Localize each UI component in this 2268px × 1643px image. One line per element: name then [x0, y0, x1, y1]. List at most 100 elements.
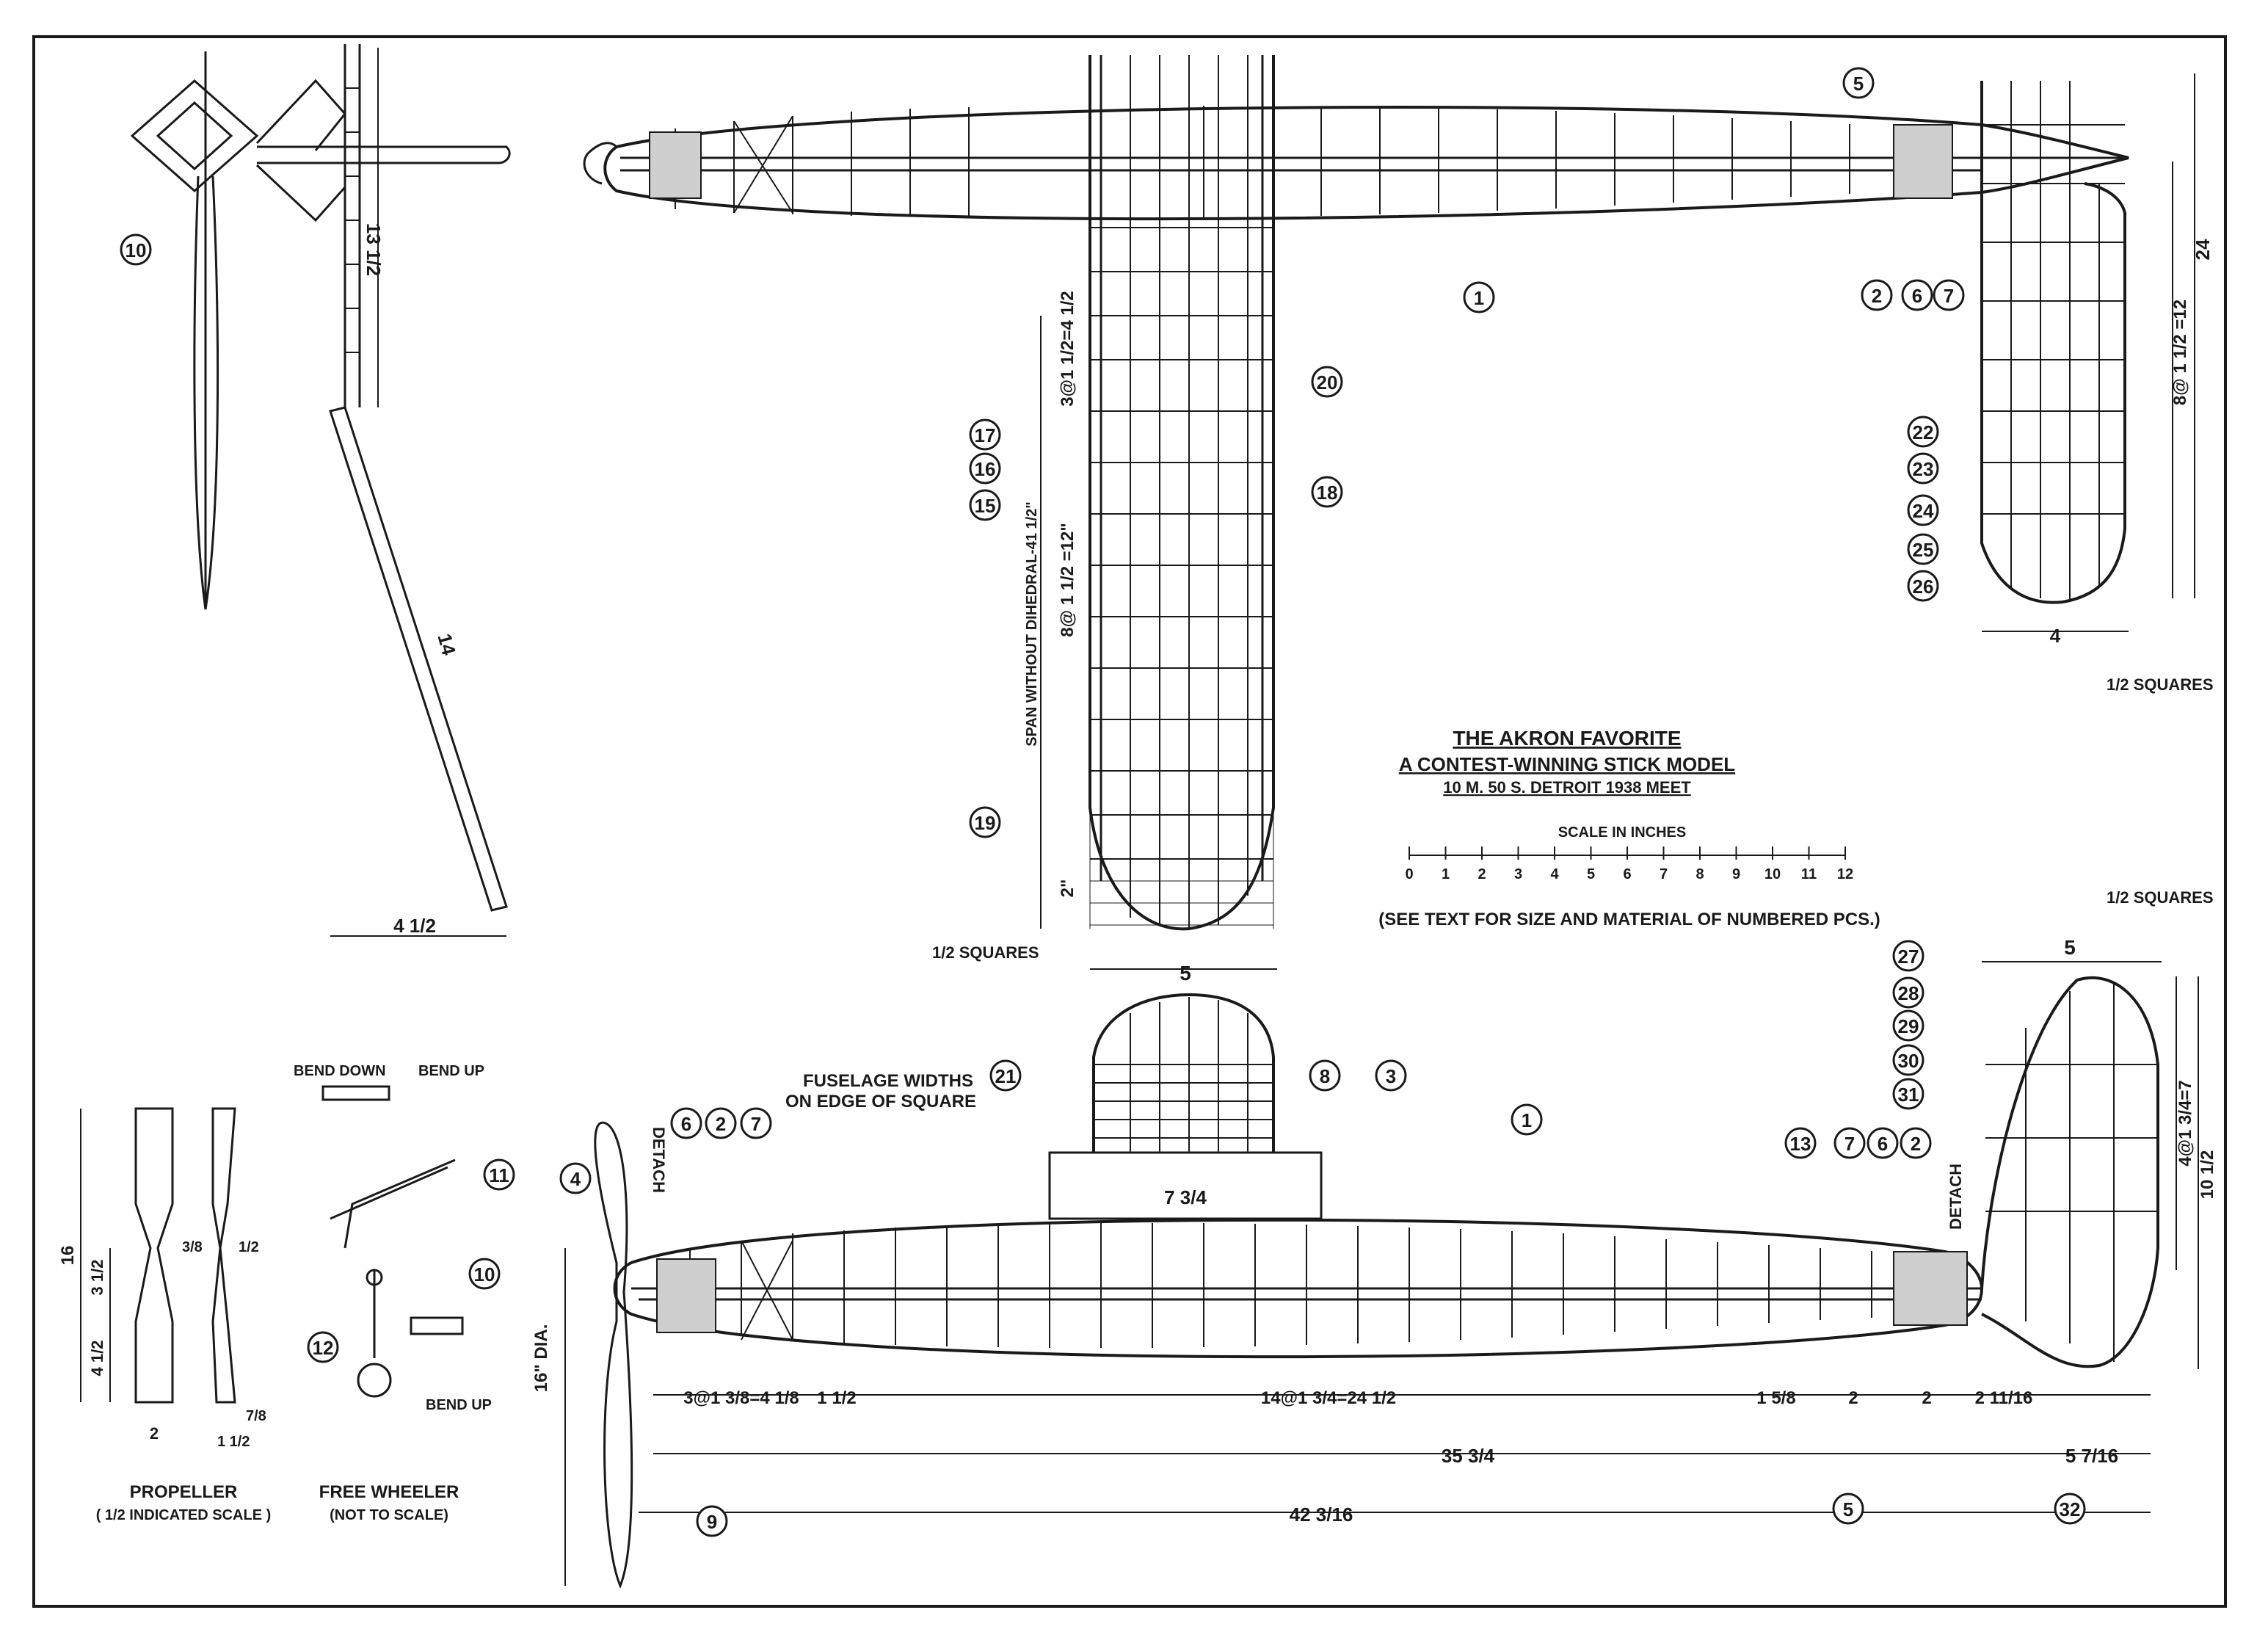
callout-22: 22	[1907, 416, 1939, 448]
scale-label: SCALE IN INCHES	[1558, 824, 1686, 841]
dim-c: 2	[1848, 1388, 1858, 1408]
callout-number: 8	[1320, 1065, 1330, 1087]
callout-number: 5	[1843, 1498, 1853, 1520]
callout-3: 3	[1375, 1059, 1407, 1092]
callout-number: 27	[1898, 946, 1919, 968]
callout-15: 15	[969, 489, 1001, 521]
fuselage-side-view	[613, 961, 2199, 1369]
callout-2: 2	[1861, 279, 1893, 311]
callout-2: 2	[1900, 1127, 1932, 1159]
callout-13: 13	[1784, 1127, 1817, 1159]
callout-circle	[1832, 1493, 1864, 1525]
callout-circle	[1907, 533, 1939, 565]
fin-width-label: 5	[2064, 936, 2076, 959]
callout-8: 8	[1309, 1059, 1341, 1092]
callout-circle	[740, 1107, 772, 1139]
callout-25: 25	[1907, 533, 1939, 565]
callout-1: 1	[1463, 281, 1495, 313]
callout-circle	[1309, 1059, 1341, 1092]
callout-number: 4	[570, 1168, 581, 1190]
tail-block	[1893, 124, 1953, 199]
stabilizer-plan	[1980, 73, 2195, 632]
callout-circle	[1892, 1078, 1924, 1110]
callout-number: 20	[1317, 371, 1338, 393]
wing-dimensions: SPAN WITHOUT DIHEDRAL-41 1/2" 8@ 1 1/2 =…	[932, 291, 1077, 962]
prop-3half: 3 1/2	[88, 1260, 106, 1296]
callout-number: 30	[1898, 1050, 1919, 1072]
prop-3-8: 3/8	[182, 1239, 203, 1255]
dim-e: 2 11/16	[1975, 1388, 2033, 1408]
callout-16: 16	[969, 452, 1001, 485]
title-line3: 10 M. 50 S. DETROIT 1938 MEET	[1443, 778, 1691, 797]
propeller-label: PROPELLER	[130, 1482, 238, 1502]
callout-number: 5	[1853, 73, 1864, 95]
callout-number: 6	[1912, 285, 1922, 307]
callout-number: 7	[1844, 1133, 1855, 1155]
callout-number: 6	[1878, 1133, 1888, 1155]
scale-tick-label: 7	[1660, 866, 1668, 882]
fin-squares-label: 1/2 SQUARES	[2107, 888, 2214, 907]
callout-circle	[1907, 570, 1939, 602]
callout-circle	[559, 1162, 592, 1194]
rudder-length-label: 14	[433, 631, 460, 658]
bend-up2-label: BEND UP	[426, 1397, 492, 1413]
dim-42: 42 3/16	[1290, 1504, 1353, 1526]
scale-tick-label: 10	[1764, 866, 1781, 882]
callout-circle	[2054, 1493, 2086, 1525]
callout-6: 6	[1867, 1127, 1899, 1159]
callout-number: 31	[1898, 1084, 1919, 1106]
callout-12: 12	[307, 1331, 339, 1363]
bottom-dimensions	[639, 1394, 2151, 1513]
callout-number: 3	[1386, 1065, 1396, 1087]
stab-height-label: 24	[2192, 239, 2214, 260]
prop-4half: 4 1/2	[88, 1341, 106, 1377]
fin-height-label: 4@1 3/4=7	[2176, 1080, 2195, 1167]
callout-circle	[1833, 1127, 1866, 1159]
wing-width-label: 5	[1180, 962, 1191, 984]
callout-circle	[1311, 476, 1343, 508]
callout-number: 26	[1913, 576, 1934, 598]
scale-tick-label: 4	[1550, 866, 1559, 882]
callout-7: 7	[740, 1107, 772, 1139]
callout-29: 29	[1892, 1009, 1924, 1042]
callout-17: 17	[969, 418, 1001, 451]
scale-tick-label: 12	[1837, 866, 1853, 882]
callout-number: 12	[313, 1337, 334, 1359]
fuselage-widths-line1: FUSELAGE WIDTHS	[803, 1071, 973, 1091]
callout-9: 9	[696, 1505, 728, 1537]
callout-circle	[1511, 1103, 1543, 1136]
bend-down-label: BEND DOWN	[294, 1063, 386, 1079]
title-block: THE AKRON FAVORITE A CONTEST-WINNING STI…	[1399, 727, 1735, 797]
callout-circle	[969, 489, 1001, 521]
callout-4: 4	[559, 1162, 592, 1194]
scale-tick-label: 9	[1732, 866, 1740, 882]
dim-b: 1 5/8	[1756, 1388, 1795, 1408]
propeller-detail	[80, 1107, 236, 1404]
callout-32: 32	[2054, 1493, 2086, 1525]
stab-width-label: 4	[2050, 625, 2061, 647]
fin-total-label: 10 1/2	[2198, 1150, 2217, 1200]
callout-number: 24	[1913, 500, 1934, 522]
scale-tick-label: 3	[1514, 866, 1522, 882]
callout-5: 5	[1842, 67, 1875, 99]
prop-16: 16	[58, 1246, 78, 1266]
callout-circle	[1901, 279, 1933, 311]
callout-number: 7	[1944, 285, 1954, 307]
callout-24: 24	[1907, 494, 1939, 526]
prop-1-half: 1 1/2	[217, 1434, 250, 1450]
callout-5: 5	[1832, 1493, 1864, 1525]
scale-tick-label: 6	[1623, 866, 1631, 882]
callout-30: 30	[1892, 1044, 1924, 1076]
callout-28: 28	[1892, 976, 1924, 1009]
top-fuselage-ribs	[675, 106, 1909, 217]
callout-number: 2	[1872, 285, 1882, 307]
detach-front-label: DETACH	[650, 1127, 668, 1193]
callout-circle	[989, 1059, 1022, 1092]
detach-rear-label: DETACH	[1947, 1164, 1965, 1230]
callout-number: 7	[751, 1113, 761, 1135]
callout-20: 20	[1311, 366, 1343, 398]
free-wheeler	[321, 1085, 464, 1398]
